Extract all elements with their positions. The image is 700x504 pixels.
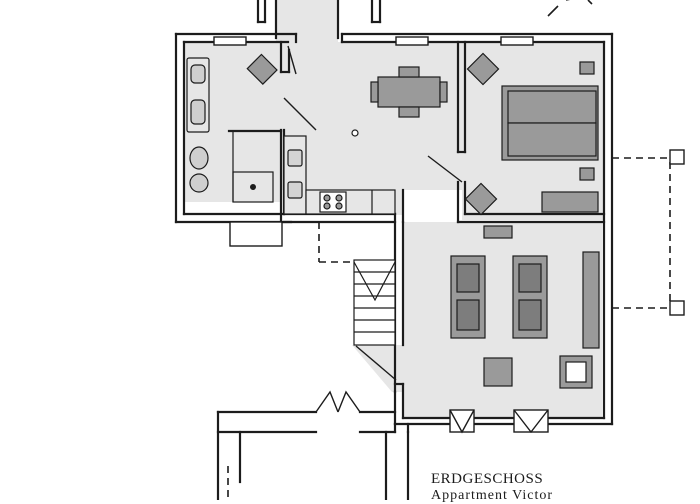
entrance-door (287, 45, 297, 75)
shower-drain (250, 184, 257, 191)
dining-chair (398, 106, 420, 118)
window-bathroom (213, 36, 247, 46)
bedroom-armchair (464, 182, 498, 216)
ceiling-light-hall (351, 129, 359, 137)
kitchen-counter-bottom (305, 189, 396, 215)
dining-set (351, 66, 448, 137)
nightstand (579, 61, 595, 75)
walls (174, 0, 614, 500)
bidet (189, 173, 209, 193)
entrance-corridor-floor (276, 0, 338, 48)
bedroom-door (427, 155, 463, 183)
washbasin-counter (246, 53, 278, 85)
cabinet (483, 225, 513, 239)
window-bottom-left (229, 221, 283, 247)
terrace-double-door (315, 390, 361, 413)
dining-chair (398, 66, 420, 78)
north-arrow-icon (547, 0, 593, 17)
sideboard (582, 251, 600, 349)
bathroom-fixtures (186, 53, 278, 203)
dashed-lines (227, 157, 676, 500)
kitchen-units (283, 135, 396, 215)
wardrobe (541, 191, 599, 213)
kitchen-counter (283, 135, 307, 215)
windows (213, 36, 549, 434)
dining-chair (439, 81, 448, 103)
apartment-label: Appartment Victor (431, 488, 554, 503)
living-room-floor (403, 222, 602, 418)
doors (283, 45, 463, 413)
bathroom-door (283, 97, 317, 131)
living-room-furniture (450, 225, 600, 389)
window-hall (395, 36, 429, 46)
dining-table (377, 76, 441, 108)
post (669, 300, 685, 316)
toilet (189, 146, 209, 170)
bedroom-armchair (466, 52, 500, 86)
bedroom-furniture (464, 52, 599, 216)
dining-chair (370, 81, 379, 103)
post (669, 149, 685, 165)
terrace-posts (669, 149, 685, 316)
living-door (355, 345, 397, 381)
coffee-table (483, 357, 513, 387)
stair-landing-floor (352, 345, 403, 392)
window-living-right (513, 409, 549, 433)
window-bedroom (500, 36, 534, 46)
nightstand (579, 167, 595, 181)
stove (319, 191, 347, 213)
staircase (353, 259, 396, 346)
floor-label: ERDGESCHOSS (431, 471, 544, 487)
window-living-left (449, 409, 475, 433)
